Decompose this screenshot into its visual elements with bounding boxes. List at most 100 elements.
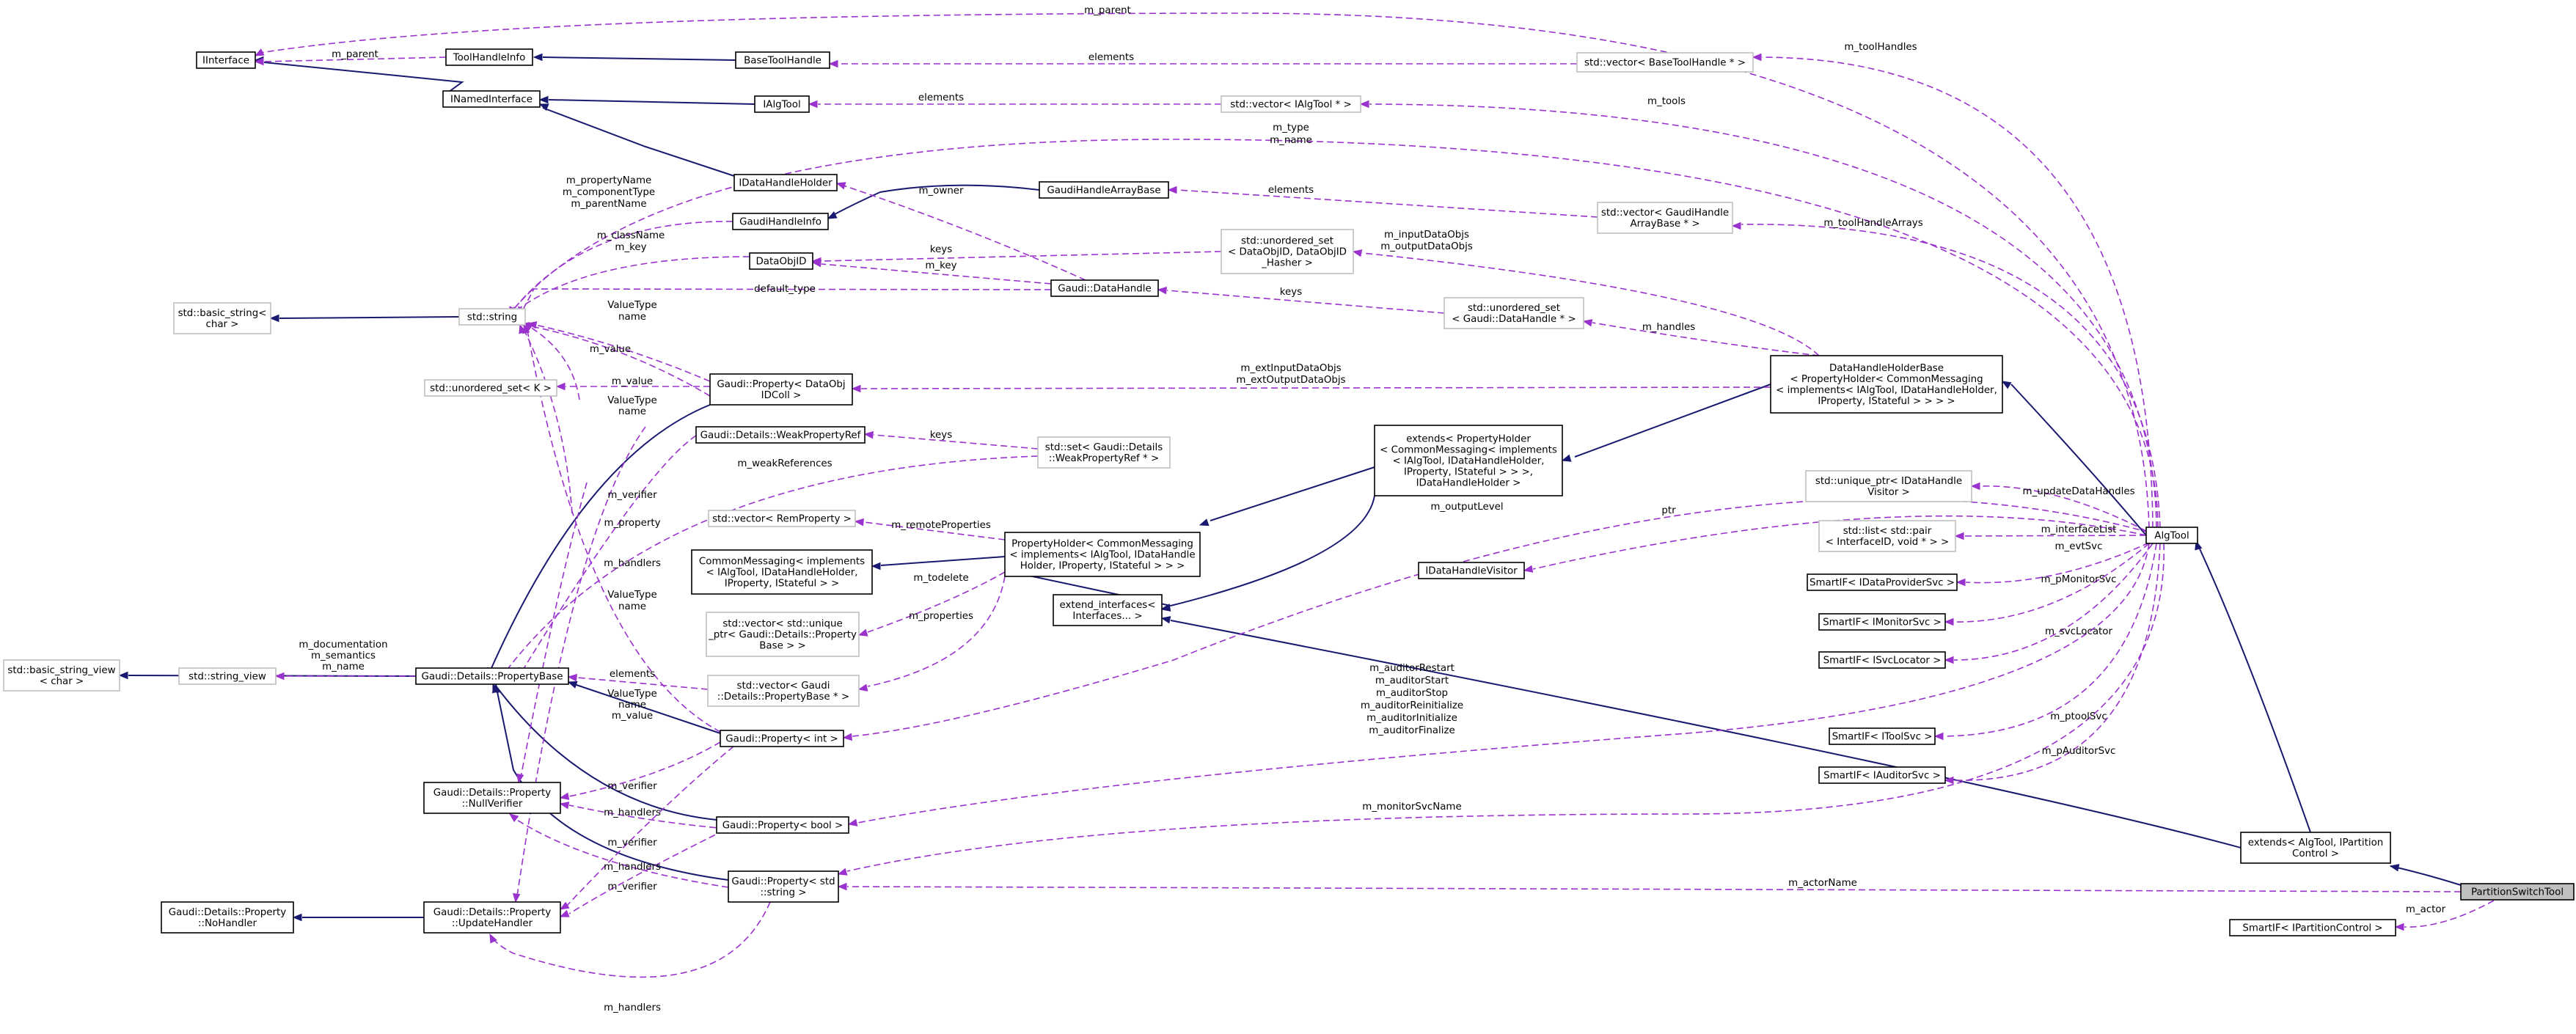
edge-line	[880, 556, 1006, 566]
class-node-gaudihandleinfo[interactable]: GaudiHandleInfo	[732, 213, 829, 230]
edge-label: ValueType	[607, 590, 657, 601]
usage-edge-u39	[1944, 543, 2154, 664]
node-label: ::UpdateHandler	[452, 918, 533, 929]
node-label: std::set< Gaudi::Details	[1045, 442, 1163, 453]
class-node-vecbasetoolhandle[interactable]: std::vector< BaseToolHandle * >	[1576, 52, 1754, 73]
arrowhead-icon	[254, 57, 264, 66]
class-node-idatahandleholder[interactable]: IDataHandleHolder	[733, 174, 838, 191]
class-node-vecuniqueptrpropertybase[interactable]: std::vector< std::unique_ptr< Gaudi::Det…	[706, 612, 860, 657]
inheritance-edge-e15	[567, 681, 721, 734]
class-node-idatahandlevisitor[interactable]: IDataHandleVisitor	[1418, 562, 1525, 579]
usage-edge-u42	[522, 323, 721, 733]
node-label: < PropertyHolder< CommonMessaging	[1790, 374, 1983, 385]
class-node-unorderedsetk[interactable]: std::unordered_set< K >	[424, 379, 557, 397]
node-label: IDColl >	[761, 390, 802, 401]
class-node-basetoolhandle[interactable]: BaseToolHandle	[735, 51, 830, 69]
node-box	[423, 901, 561, 934]
class-node-stdstring[interactable]: std::string	[458, 308, 526, 326]
arrowhead-icon	[1359, 100, 1369, 109]
edge-line	[867, 576, 1006, 687]
node-label: std::vector< std::unique	[722, 619, 842, 630]
class-node-weakpropertyref[interactable]: Gaudi::Details::WeakPropertyRef	[695, 426, 866, 444]
class-node-propint[interactable]: Gaudi::Property< int >	[720, 730, 844, 747]
edge-label: m_pAuditorSvc	[2042, 746, 2116, 757]
class-node-vecgaudihandlearraybase[interactable]: std::vector< GaudiHandleArrayBase * >	[1597, 202, 1733, 234]
class-node-gaudihandlearraybase[interactable]: GaudiHandleArrayBase	[1039, 181, 1169, 199]
edge-line	[1980, 485, 2147, 532]
class-node-iinterface[interactable]: IInterface	[196, 51, 256, 69]
class-node-ialgtool[interactable]: IAlgTool	[754, 95, 810, 113]
node-box	[754, 95, 810, 113]
class-node-propertybase[interactable]: Gaudi::Details::PropertyBase	[415, 667, 569, 685]
class-node-smartifmonitor[interactable]: SmartIF< IMonitorSvc >	[1818, 613, 1946, 631]
class-node-vecialgtool[interactable]: std::vector< IAlgTool * >	[1221, 95, 1361, 113]
class-node-smartifauditorsvc[interactable]: SmartIF< IAuditorSvc >	[1818, 766, 1946, 784]
edge-line	[1532, 515, 2147, 570]
class-node-extendsalgtoolipartition[interactable]: extends< AlgTool, IPartitionControl >	[2240, 832, 2391, 864]
class-node-unorderedsetdatahandle[interactable]: std::unordered_set< Gaudi::DataHandle * …	[1443, 297, 1584, 329]
usage-edge-u13	[811, 251, 1222, 265]
edge-label: keys	[1280, 287, 1302, 298]
node-label: ::Details::PropertyBase * >	[717, 692, 849, 703]
class-node-partitionswitchtool[interactable]: PartitionSwitchTool	[2460, 883, 2575, 901]
class-node-smartifsvclocator[interactable]: SmartIF< ISvcLocator >	[1818, 651, 1946, 669]
class-node-vecremproperty[interactable]: std::vector< RemProperty >	[708, 510, 856, 527]
edge-label: elements	[918, 92, 964, 103]
usage-edge-u44	[559, 746, 734, 910]
edge-label: ValueType	[607, 300, 657, 311]
edge-label: m_verifier	[607, 881, 657, 892]
class-node-commonmessaging[interactable]: CommonMessaging< implements< IAlgTool, I…	[691, 549, 873, 595]
class-node-uniqueptrvisitor[interactable]: std::unique_ptr< IDataHandleVisitor >	[1805, 470, 1972, 502]
class-node-algtool[interactable]: AlgTool	[2145, 527, 2198, 544]
edge-line	[279, 316, 460, 319]
usage-edge-u31	[857, 571, 1006, 637]
node-box	[720, 730, 844, 747]
class-node-nullverifier[interactable]: Gaudi::Details::Property::NullVerifier	[423, 782, 561, 814]
usage-edge-u48	[837, 543, 2165, 876]
node-label: Gaudi::Property< bool >	[722, 821, 844, 832]
edge-line	[1953, 543, 2150, 623]
class-node-datahandleholderbase[interactable]: DataHandleHolderBase< PropertyHolder< Co…	[1770, 355, 2003, 414]
class-node-stringview[interactable]: std::string_view	[178, 667, 277, 685]
class-node-toolhandleinfo[interactable]: ToolHandleInfo	[445, 48, 533, 66]
class-node-listpair[interactable]: std::list< std::pair< InterfaceID, void …	[1818, 520, 1956, 552]
class-node-gaudidatahandle[interactable]: Gaudi::DataHandle	[1050, 279, 1159, 297]
class-node-propbool[interactable]: Gaudi::Property< bool >	[716, 816, 849, 834]
edge-label: m_propertyName	[566, 175, 652, 186]
node-label: DataHandleHolderBase	[1829, 363, 1944, 374]
class-node-basicstringview[interactable]: std::basic_string_view< char >	[3, 659, 120, 692]
node-label: extends< PropertyHolder	[1406, 434, 1531, 445]
usage-edge-u3	[828, 59, 1577, 68]
usage-edge-u14	[811, 259, 1052, 285]
arrowhead-icon	[857, 683, 868, 692]
class-node-updatehandler[interactable]: Gaudi::Details::Property::UpdateHandler	[423, 901, 561, 934]
class-node-nohandler[interactable]: Gaudi::Details::Property::NoHandler	[161, 901, 294, 934]
arrowhead-icon	[847, 818, 858, 826]
class-node-basicstring[interactable]: std::basic_string<char >	[173, 302, 271, 334]
class-node-inamedinterface[interactable]: INamedInterface	[442, 90, 541, 108]
class-node-smartifdataprovider[interactable]: SmartIF< IDataProviderSvc >	[1807, 573, 1958, 591]
edge-line	[1741, 224, 2161, 529]
edge-line	[829, 184, 1040, 218]
class-node-unorderedsetdataobjid[interactable]: std::unordered_set< DataObjID, DataObjID…	[1221, 229, 1354, 274]
class-node-setweakpropertyref[interactable]: std::set< Gaudi::Details::WeakPropertyRe…	[1037, 436, 1171, 469]
arrowhead-icon	[1523, 565, 1534, 573]
node-label: < CommonMessaging< implements	[1380, 445, 1557, 456]
class-node-propstring[interactable]: Gaudi::Property< std::string >	[728, 870, 839, 903]
node-label: std::unordered_set< K >	[430, 384, 552, 395]
node-label: std::string_view	[189, 672, 266, 683]
edge-line	[526, 326, 721, 733]
class-node-extendspropertyholder[interactable]: extends< PropertyHolder< CommonMessaging…	[1374, 425, 1563, 496]
edge-label: keys	[930, 430, 952, 441]
arrowhead-icon	[489, 933, 497, 944]
node-label: std::string	[467, 312, 517, 323]
class-node-extendinterfaces[interactable]: extend_interfaces<Interfaces... >	[1053, 594, 1163, 626]
class-node-smartifipartitioncontrol[interactable]: SmartIF< IPartitionControl >	[2229, 919, 2396, 936]
class-node-vecpropertybase[interactable]: std::vector< Gaudi::Details::PropertyBas…	[707, 675, 860, 707]
arrowhead-icon	[835, 182, 846, 190]
edge-label: m_actor	[2406, 904, 2446, 915]
class-node-dataobjid[interactable]: DataObjID	[749, 252, 813, 270]
class-node-propertyholder[interactable]: PropertyHolder< CommonMessaging< impleme…	[1004, 532, 1201, 577]
class-node-smartiftoolsvc[interactable]: SmartIF< IToolSvc >	[1829, 727, 1936, 745]
